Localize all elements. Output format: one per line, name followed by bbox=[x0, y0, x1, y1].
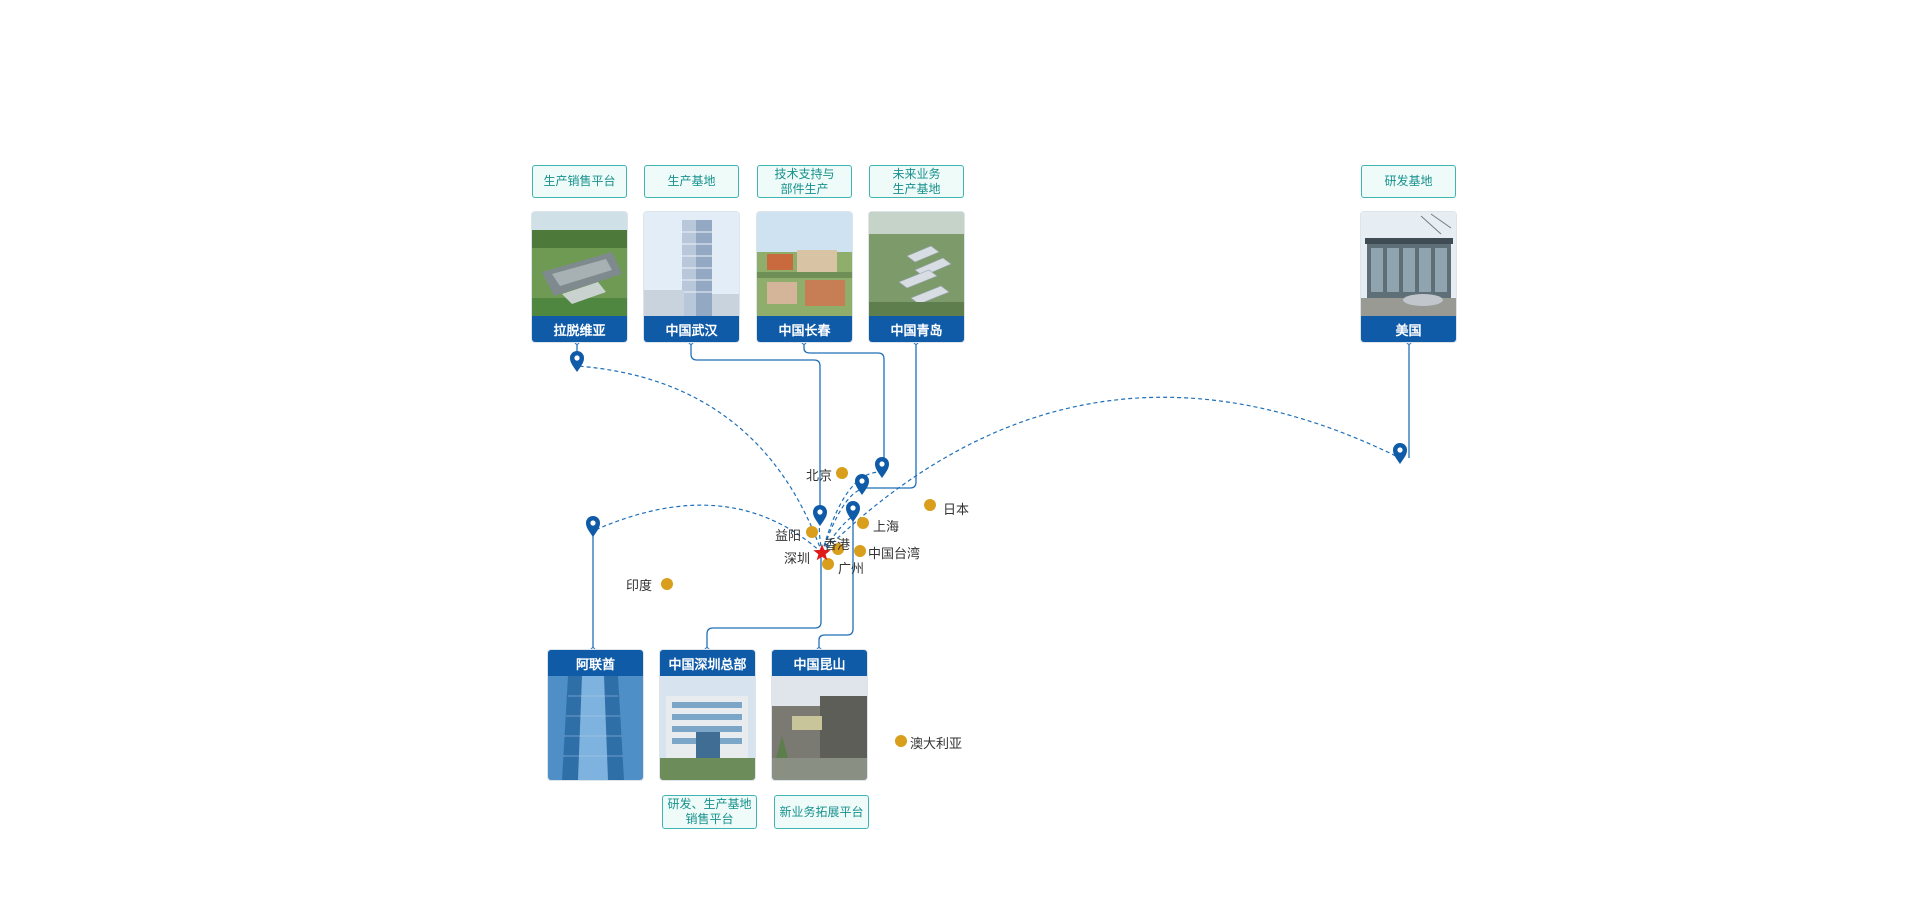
site-label-usa: 美国 bbox=[1361, 316, 1456, 342]
route-arc-usa bbox=[821, 396, 1401, 554]
map-pin-icon bbox=[813, 505, 827, 526]
map-pin-icon bbox=[855, 474, 869, 495]
city-label-shanghai: 上海 bbox=[873, 520, 900, 535]
site-label-shenzhen: 中国深圳总部 bbox=[660, 650, 755, 676]
map-pin-icon bbox=[875, 457, 889, 478]
dot-icon bbox=[806, 526, 818, 538]
site-card-qingdao[interactable]: 中国青岛 bbox=[869, 212, 964, 342]
dot-icon bbox=[895, 735, 907, 747]
site-tag-kunshan: 新业务拓展平台 bbox=[774, 795, 869, 829]
map-pin-icon bbox=[846, 501, 860, 522]
glass-office-photo bbox=[1361, 212, 1456, 316]
route-arc-qingdao bbox=[821, 471, 883, 554]
map-pin-hole bbox=[574, 355, 580, 361]
site-tag-shenzhen: 研发、生产基地 销售平台 bbox=[662, 795, 757, 829]
factory-building-photo bbox=[772, 676, 867, 780]
map-pin-hole bbox=[817, 509, 823, 515]
site-card-uae[interactable]: 阿联酋 bbox=[548, 650, 643, 780]
map-pin-hole bbox=[850, 505, 856, 511]
city-label-beijing: 北京 bbox=[806, 469, 833, 484]
site-tag-changchun: 技术支持与 部件生产 bbox=[757, 165, 852, 198]
city-label-shenzhen: 深圳 bbox=[784, 552, 811, 567]
site-card-latvia[interactable]: 拉脱维亚 bbox=[532, 212, 627, 342]
site-card-changchun[interactable]: 中国长春 bbox=[757, 212, 852, 342]
farmland-facility-photo bbox=[532, 212, 627, 316]
map-pin-icon bbox=[586, 516, 600, 537]
site-card-kunshan[interactable]: 中国昆山 bbox=[772, 650, 867, 780]
map-pin-hole bbox=[1397, 447, 1403, 453]
star-icon bbox=[813, 544, 831, 561]
map-pin-hole bbox=[859, 478, 865, 484]
industrial-park-photo bbox=[869, 212, 964, 316]
headquarters-building-photo bbox=[660, 676, 755, 780]
route-arc-changchun bbox=[821, 488, 863, 554]
site-label-changchun: 中国长春 bbox=[757, 316, 852, 342]
route-arc-india bbox=[592, 504, 823, 554]
site-label-qingdao: 中国青岛 bbox=[869, 316, 964, 342]
map-pin-icon bbox=[570, 351, 584, 372]
site-card-shenzhen[interactable]: 中国深圳总部 bbox=[660, 650, 755, 780]
glass-tower-photo bbox=[548, 676, 643, 780]
site-label-latvia: 拉脱维亚 bbox=[532, 316, 627, 342]
route-line-qingdao bbox=[861, 342, 917, 489]
route-line-changchun bbox=[803, 342, 885, 472]
city-label-australia: 澳大利亚 bbox=[910, 737, 963, 752]
city-label-taiwan: 中国台湾 bbox=[868, 547, 921, 562]
map-pin-hole bbox=[879, 461, 885, 467]
route-line-kunshan bbox=[818, 516, 854, 650]
site-tag-latvia: 生产销售平台 bbox=[532, 165, 627, 198]
site-label-uae: 阿联酋 bbox=[548, 650, 643, 676]
route-line-wuhan bbox=[690, 342, 821, 520]
map-pin-icon bbox=[1393, 443, 1407, 464]
site-tag-qingdao: 未来业务 生产基地 bbox=[869, 165, 964, 198]
route-arc-latvia bbox=[576, 365, 823, 554]
campus-buildings-photo bbox=[757, 212, 852, 316]
city-label-yiyang: 益阳 bbox=[775, 529, 802, 544]
dot-icon bbox=[857, 517, 869, 529]
dot-icon bbox=[836, 467, 848, 479]
site-label-wuhan: 中国武汉 bbox=[644, 316, 739, 342]
dot-icon bbox=[832, 543, 844, 555]
site-label-kunshan: 中国昆山 bbox=[772, 650, 867, 676]
city-label-guangzhou: 广州 bbox=[838, 562, 865, 577]
map-pin-hole bbox=[590, 520, 596, 526]
city-label-india: 印度 bbox=[626, 579, 653, 594]
route-line-shenzhen bbox=[706, 553, 822, 650]
city-label-japan: 日本 bbox=[943, 503, 970, 518]
dot-icon bbox=[822, 558, 834, 570]
office-tower-photo bbox=[644, 212, 739, 316]
dot-icon bbox=[924, 499, 936, 511]
city-label-hongkong: 香港 bbox=[824, 538, 851, 553]
site-card-usa[interactable]: 美国 bbox=[1361, 212, 1456, 342]
site-tag-usa: 研发基地 bbox=[1361, 165, 1456, 198]
dot-icon bbox=[854, 545, 866, 557]
site-tag-wuhan: 生产基地 bbox=[644, 165, 739, 198]
site-card-wuhan[interactable]: 中国武汉 bbox=[644, 212, 739, 342]
dot-icon bbox=[661, 578, 673, 590]
